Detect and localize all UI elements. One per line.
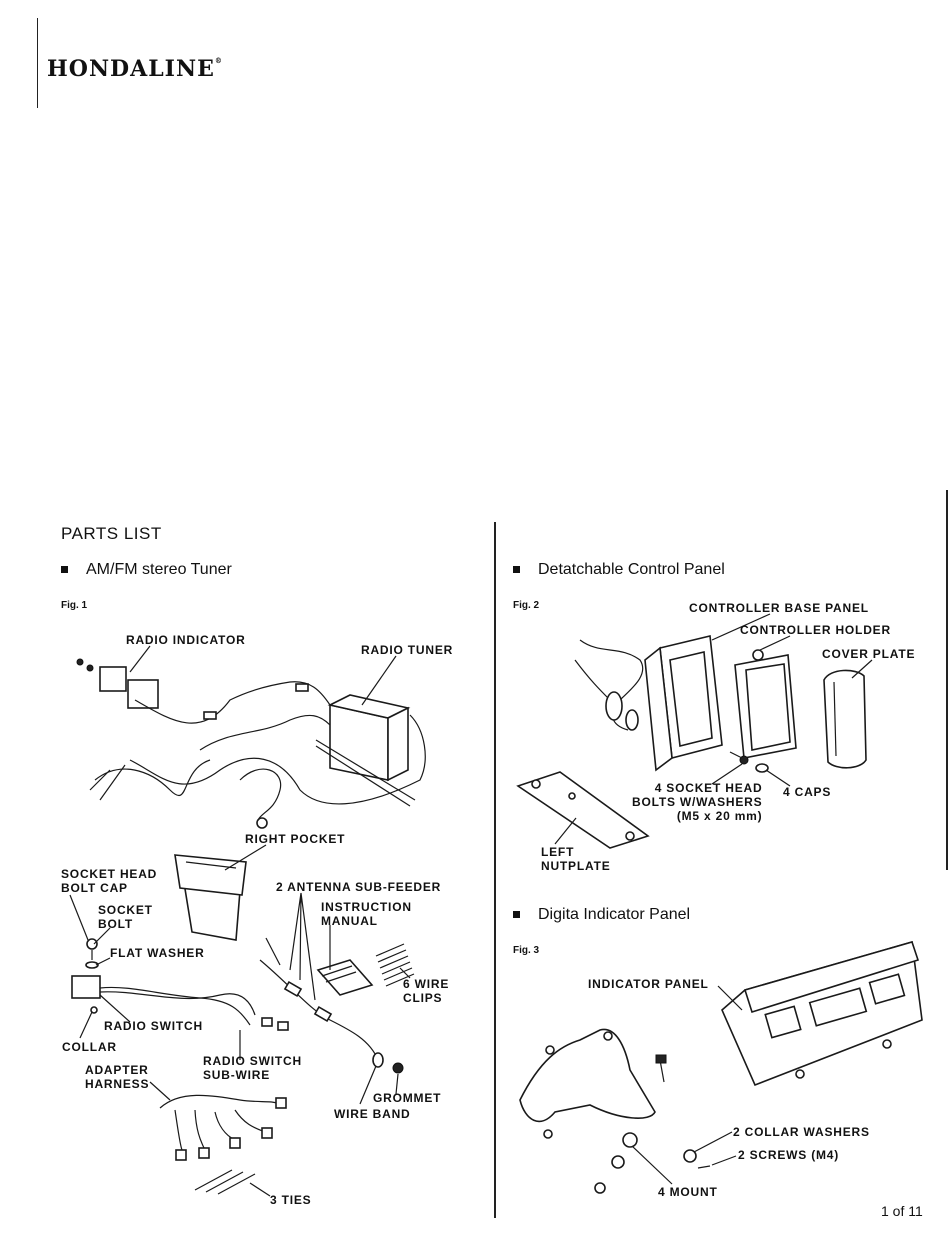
label-controller-holder: CONTROLLER HOLDER [740, 623, 891, 637]
right-edge-rule [946, 490, 948, 870]
indicator-panel-heading-text: Digita Indicator Panel [538, 906, 691, 923]
section-heading-indicator-panel: Digita Indicator Panel [513, 906, 690, 924]
brand-logo: HONDALINE® [47, 56, 223, 82]
section-heading-control-panel: Detatchable Control Panel [513, 561, 725, 579]
label-indicator-panel: INDICATOR PANEL [588, 977, 709, 991]
label-antenna-sub-feeder: 2 ANTENNA SUB-FEEDER [276, 880, 442, 894]
radio-tuner-drawing [315, 694, 416, 807]
label-instruction-manual: INSTRUCTION MANUAL [321, 900, 412, 928]
bullet-icon [61, 566, 68, 574]
label-socket-bolt: SOCKET BOLT [98, 903, 153, 931]
section-heading-tuner: AM/FM stereo Tuner [61, 561, 232, 579]
brand-name: HONDALINE [47, 56, 215, 82]
mounting-bracket-drawing [519, 1028, 656, 1139]
fig-3-label: Fig. 3 [513, 945, 540, 956]
label-flat-washer: FLAT WASHER [110, 946, 205, 960]
controller-base-panel-drawing [644, 635, 723, 772]
label-radio-switch-sub-wire: RADIO SWITCH SUB-WIRE [203, 1054, 302, 1082]
label-wire-clips: 6 WIRE CLIPS [403, 977, 450, 1005]
label-controller-base-panel: CONTROLLER BASE PANEL [689, 601, 869, 615]
radio-indicator-drawing [76, 658, 159, 709]
label-grommet: GROMMET [373, 1091, 442, 1105]
label-radio-switch: RADIO SWITCH [104, 1019, 203, 1033]
page-number: 1 of 11 [881, 1203, 923, 1219]
column-divider [494, 522, 496, 1218]
controller-holder-drawing [734, 649, 797, 759]
label-screws-m4: 2 SCREWS (M4) [738, 1148, 840, 1162]
control-panel-heading-text: Detatchable Control Panel [538, 561, 725, 578]
label-left-nutplate: LEFT NUTPLATE [541, 845, 611, 873]
bullet-icon [513, 566, 520, 574]
fig-2-label: Fig. 2 [513, 600, 540, 611]
label-wire-band: WIRE BAND [334, 1107, 411, 1121]
label-cover-plate: COVER PLATE [822, 647, 916, 661]
label-caps: 4 CAPS [783, 785, 832, 799]
tuner-heading-text: AM/FM stereo Tuner [86, 561, 232, 578]
parts-list-title: PARTS LIST [61, 524, 162, 543]
indicator-panel-drawing [721, 940, 923, 1087]
label-collar: COLLAR [62, 1040, 117, 1054]
left-nutplate-drawing [516, 771, 650, 849]
right-pocket-drawing [174, 854, 247, 941]
bullet-icon [513, 911, 520, 919]
label-adapter-harness: ADAPTER HARNESS [85, 1063, 150, 1091]
label-collar-washers: 2 COLLAR WASHERS [733, 1125, 870, 1139]
left-margin-rule [37, 18, 38, 108]
label-socket-head-bolts: 4 SOCKET HEAD BOLTS W/WASHERS (M5 x 20 m… [632, 781, 763, 823]
label-socket-head-bolt-cap: SOCKET HEAD BOLT CAP [61, 867, 158, 895]
cover-plate-drawing [823, 669, 867, 769]
label-ties: 3 TIES [270, 1193, 312, 1207]
label-radio-indicator: RADIO INDICATOR [126, 633, 246, 647]
wire-clips-drawing [375, 943, 415, 987]
fig-1-label: Fig. 1 [61, 600, 88, 611]
label-radio-tuner: RADIO TUNER [361, 643, 454, 657]
label-right-pocket: RIGHT POCKET [245, 832, 346, 846]
brand-registered-mark: ® [214, 56, 223, 65]
label-mount: 4 MOUNT [658, 1185, 718, 1199]
